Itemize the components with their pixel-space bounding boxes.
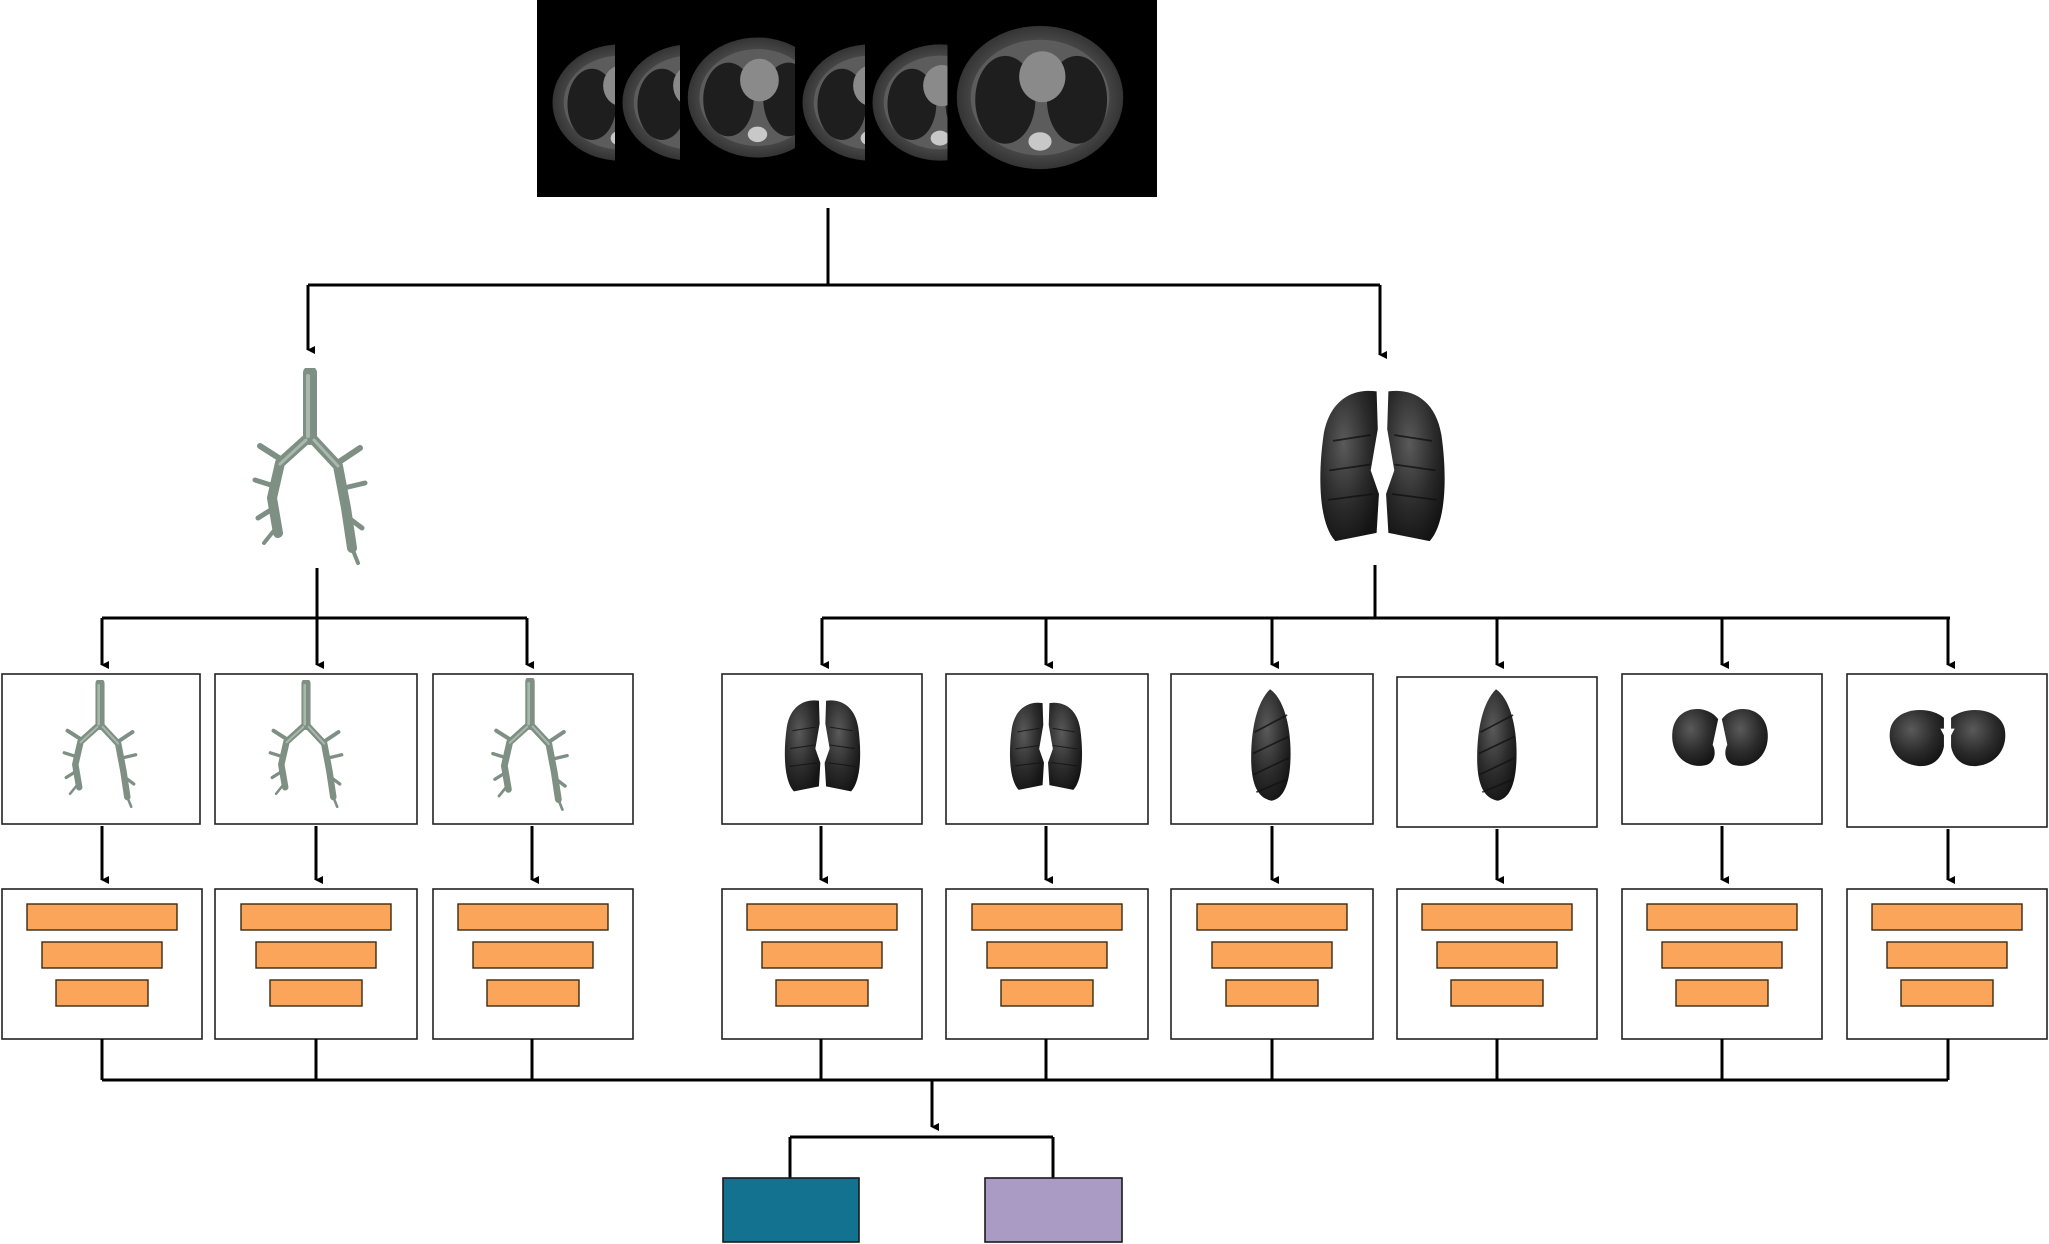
- lung-right-side-icon: [1396, 676, 1598, 828]
- feature-bar-1: [1196, 903, 1348, 931]
- airway-view-2: [214, 673, 418, 825]
- feature-extractor-block: [1621, 888, 1823, 1040]
- lung-back-icon: [945, 673, 1149, 825]
- feature-bar-1: [1421, 903, 1573, 931]
- feature-bar-2: [1211, 941, 1333, 969]
- airway-view-3: [432, 673, 634, 825]
- feature-bar-1: [1646, 903, 1798, 931]
- lung-top-icon: [1621, 673, 1823, 825]
- lung-branch-connector: [820, 565, 1955, 669]
- feature-bar-1: [971, 903, 1123, 931]
- feature-extractor-block: [214, 888, 418, 1040]
- feature-bar-2: [255, 941, 377, 969]
- view-to-extractor-arrows: [100, 826, 1955, 884]
- output-block-teal: [722, 1177, 860, 1243]
- feature-extractor-block: [1846, 888, 2048, 1040]
- merge-connector: [100, 1039, 1950, 1178]
- feature-extractor-block: [432, 888, 634, 1040]
- feature-bar-2: [761, 941, 883, 969]
- feature-bar-2: [41, 941, 163, 969]
- feature-bar-1: [1871, 903, 2023, 931]
- feature-extractor-block: [945, 888, 1149, 1040]
- feature-bar-2: [1436, 941, 1558, 969]
- ct-split-connector: [306, 208, 1387, 359]
- lung-bottom-icon: [1846, 673, 2048, 828]
- feature-bar-3: [1675, 979, 1769, 1007]
- feature-bar-3: [1450, 979, 1544, 1007]
- feature-bar-3: [1000, 979, 1094, 1007]
- feature-bar-1: [457, 903, 609, 931]
- feature-bar-3: [1900, 979, 1994, 1007]
- feature-bar-2: [986, 941, 1108, 969]
- feature-bar-3: [775, 979, 869, 1007]
- feature-bar-2: [1661, 941, 1783, 969]
- feature-bar-3: [269, 979, 363, 1007]
- airway-view-1: [1, 673, 201, 825]
- ct-slice-6: [947, 5, 1133, 190]
- feature-extractor-block: [1396, 888, 1598, 1040]
- feature-extractor-block: [721, 888, 923, 1040]
- feature-extractor-block: [1, 888, 203, 1040]
- feature-bar-1: [746, 903, 898, 931]
- feature-bar-2: [1886, 941, 2008, 969]
- feature-extractor-block: [1170, 888, 1374, 1040]
- feature-bar-1: [240, 903, 392, 931]
- feature-bar-3: [1225, 979, 1319, 1007]
- lung-left-side-icon: [1170, 673, 1374, 825]
- output-block-purple: [984, 1177, 1123, 1243]
- airway-tree-icon: [255, 373, 365, 563]
- feature-bar-3: [55, 979, 149, 1007]
- ct-slice-stack-icon: [537, 0, 1157, 197]
- feature-bar-1: [26, 903, 178, 931]
- feature-bar-2: [472, 941, 594, 969]
- feature-extractor-row: [1, 888, 2048, 1040]
- airway-branch-connector: [100, 568, 534, 669]
- lung-front-icon: [721, 673, 923, 825]
- feature-bar-3: [486, 979, 580, 1007]
- lung-volume-icon: [1319, 389, 1446, 543]
